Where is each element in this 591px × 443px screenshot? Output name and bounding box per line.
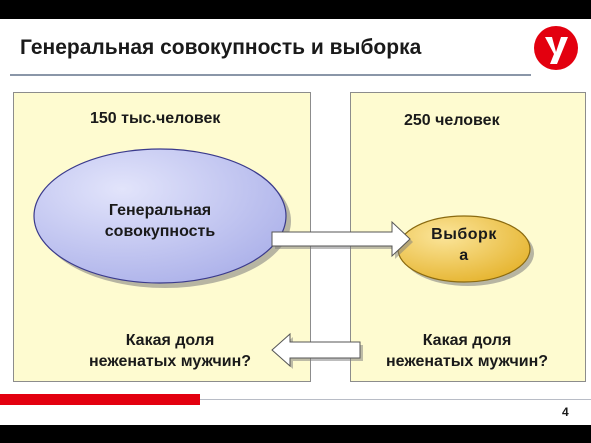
footer-accent-bar [0, 394, 200, 405]
brand-logo-icon [530, 22, 580, 72]
slide-title: Генеральная совокупность и выборка [20, 36, 422, 59]
population-question: Какая доля неженатых мужчин? [60, 330, 280, 372]
population-question-line2: неженатых мужчин? [88, 353, 251, 370]
population-label: Генеральная совокупность [60, 200, 260, 242]
sample-label-line2: а [459, 247, 469, 264]
sample-label-line1: Выборк [431, 226, 497, 243]
page-number: 4 [562, 405, 569, 419]
sample-question-line1: Какая доля [422, 332, 512, 349]
population-label-line2: совокупность [104, 223, 216, 240]
sample-ellipse [397, 215, 534, 286]
population-ellipse [33, 148, 291, 288]
sample-label: Выборк а [404, 224, 524, 266]
top-bar [0, 0, 591, 19]
bottom-bar [0, 425, 591, 443]
footer-divider [200, 399, 591, 400]
population-question-line1: Какая доля [125, 332, 215, 349]
sample-question-line2: неженатых мужчин? [385, 353, 548, 370]
population-label-line1: Генеральная [108, 202, 212, 219]
sample-count: 250 человек [404, 112, 500, 129]
back-arrow-icon [271, 332, 363, 369]
sample-question: Какая доля неженатых мужчин? [350, 330, 584, 372]
population-count: 150 тыс.человек [90, 110, 221, 127]
title-divider [10, 74, 531, 76]
forward-arrow-icon [271, 220, 413, 259]
